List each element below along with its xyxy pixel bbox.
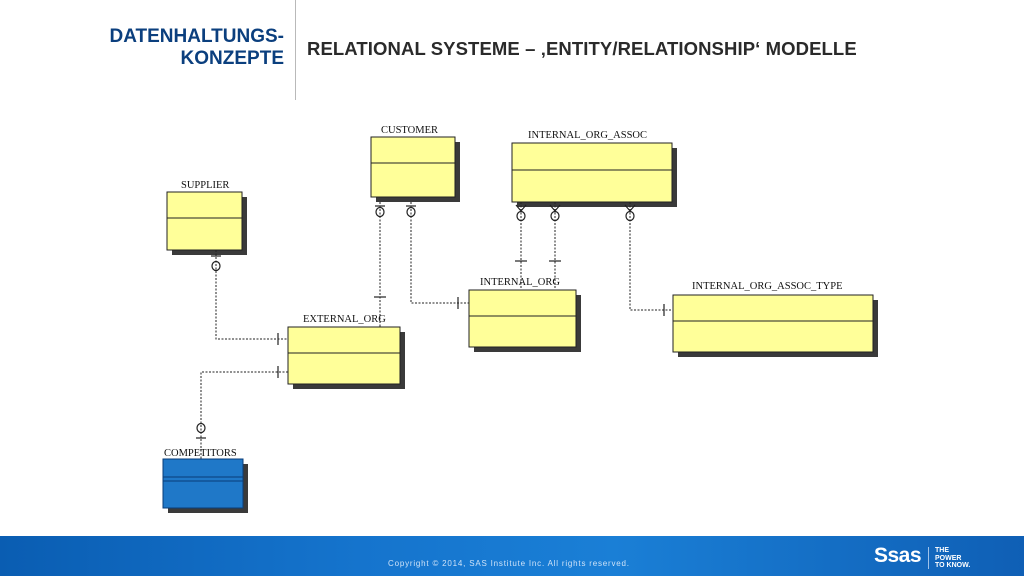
relation-customer-internal-org: [410, 202, 469, 304]
tagline-line2: POWER: [935, 554, 962, 562]
entity-supplier[interactable]: SUPPLIER: [166, 180, 247, 255]
entity-label-customer: CUSTOMER: [381, 125, 438, 136]
sas-logo: Ssas THE POWER TO KNOW.: [852, 544, 1022, 572]
copyright-text: Copyright © 2014, SAS Institute Inc. All…: [388, 559, 630, 568]
entity-label-internal-org-assoc: INTERNAL_ORG_ASSOC: [528, 130, 647, 141]
relation-supplier-external-org: [215, 250, 288, 340]
sas-logo-word: Ssas: [874, 544, 922, 567]
relation-external-org-competitors: [200, 371, 288, 459]
tagline-line3: TO KNOW.: [935, 562, 971, 569]
section-title-line2: KONZEPTE: [180, 48, 284, 69]
tagline-line1: THE: [935, 547, 949, 554]
title-divider: [295, 0, 296, 100]
entity-external-org[interactable]: EXTERNAL_ORG: [287, 314, 405, 389]
entity-internal-org[interactable]: INTERNAL_ORG: [468, 277, 581, 352]
entity-label-supplier: SUPPLIER: [181, 180, 229, 191]
section-title-line1: DATENHALTUNGS-: [109, 26, 285, 47]
logo-separator: [928, 547, 929, 569]
relation-assoc-type: [629, 202, 673, 311]
entity-competitors[interactable]: COMPETITORS: [162, 448, 248, 513]
entity-label-internal-org-assoc-type: INTERNAL_ORG_ASSOC_TYPE: [692, 281, 843, 292]
footer-bar: Copyright © 2014, SAS Institute Inc. All…: [0, 536, 1024, 576]
sas-tagline: THE POWER TO KNOW.: [935, 547, 970, 570]
slide-title: RELATIONAL SYSTEME – ‚ENTITY/RELATIONSHI…: [307, 38, 857, 59]
entity-internal-org-assoc[interactable]: INTERNAL_ORG_ASSOC: [511, 130, 677, 207]
entity-internal-org-assoc-type[interactable]: INTERNAL_ORG_ASSOC_TYPE: [672, 281, 878, 357]
er-diagram: CUSTOMER INTERNAL_ORG_ASSOC SUPPLIER INT…: [162, 125, 878, 513]
entity-customer[interactable]: CUSTOMER: [370, 125, 460, 202]
entity-label-external-org: EXTERNAL_ORG: [303, 314, 386, 325]
entity-label-competitors: COMPETITORS: [164, 448, 237, 459]
section-title: DATENHALTUNGS- KONZEPTE: [110, 26, 285, 70]
entity-label-internal-org: INTERNAL_ORG: [480, 277, 560, 288]
cardinality-markers: [196, 204, 665, 439]
